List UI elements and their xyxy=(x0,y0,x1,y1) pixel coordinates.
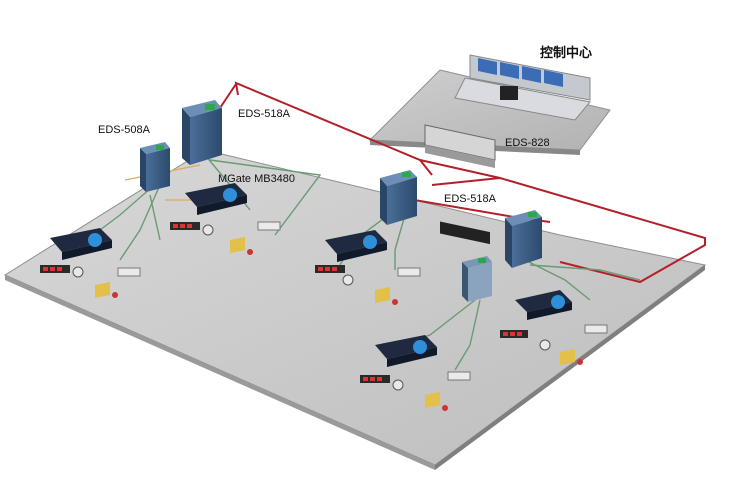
right-tall-switch xyxy=(505,210,542,268)
eds-508a-switch xyxy=(140,142,170,192)
floor-right-edge xyxy=(435,265,705,470)
ring-link-3 xyxy=(431,177,501,186)
eds-518a-mid-switch xyxy=(380,170,417,225)
fiber-ring xyxy=(234,81,706,284)
eds-518a-top-switch xyxy=(182,100,222,165)
device-cluster-5 xyxy=(500,290,608,365)
floor-plane xyxy=(3,149,707,466)
eds-508a-label: EDS-508A xyxy=(98,124,150,136)
eds-828-label: EDS-828 xyxy=(505,137,550,149)
device-cluster-2 xyxy=(170,183,281,255)
device-cluster-1 xyxy=(40,228,141,298)
device-cluster-3 xyxy=(315,230,421,305)
control-center-label: 控制中心 xyxy=(540,45,593,60)
ring-link-2 xyxy=(419,159,433,176)
device-cluster-4 xyxy=(360,335,471,411)
eds-828-rack xyxy=(424,124,496,245)
control-console xyxy=(454,54,591,121)
lower-small-switch xyxy=(462,256,492,302)
floor-front-edge xyxy=(5,275,435,470)
mgate-label: MGate MB3480 xyxy=(218,173,296,185)
eds-518a-mid-label: EDS-518A xyxy=(444,193,496,205)
eds-518a-top-label: EDS-518A xyxy=(238,108,290,120)
